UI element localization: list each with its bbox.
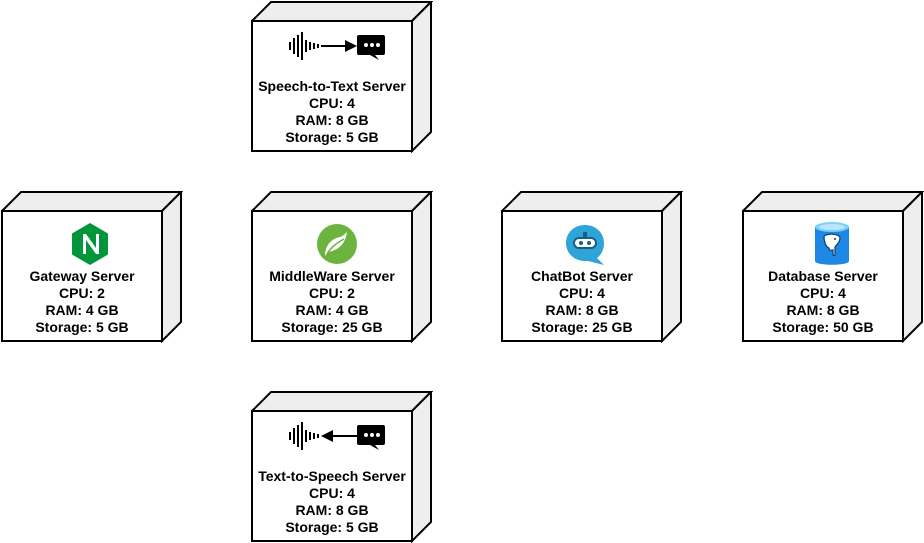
- text-to-speech-icon: [289, 422, 385, 450]
- server-label: Gateway Server CPU: 2 RAM: 4 GB Storage:…: [2, 268, 162, 336]
- server-cpu: CPU: 4: [559, 285, 605, 301]
- server-name: MiddleWare Server: [269, 268, 395, 284]
- server-label: Speech-to-Text Server CPU: 4 RAM: 8 GB S…: [252, 78, 412, 146]
- server-ram: RAM: 8 GB: [545, 302, 619, 318]
- server-storage: Storage: 5 GB: [285, 129, 379, 145]
- server-label: Text-to-Speech Server CPU: 4 RAM: 8 GB S…: [252, 468, 412, 536]
- server-name: ChatBot Server: [531, 268, 633, 284]
- node-text-to-speech-server[interactable]: Text-to-Speech Server CPU: 4 RAM: 8 GB S…: [251, 391, 433, 543]
- server-label: ChatBot Server CPU: 4 RAM: 8 GB Storage:…: [502, 268, 662, 336]
- chatbot-icon: [566, 225, 604, 265]
- postgresql-icon: [815, 222, 849, 265]
- server-box-shape: [251, 391, 433, 543]
- node-speech-to-text-server[interactable]: Speech-to-Text Server CPU: 4 RAM: 8 GB S…: [251, 1, 433, 153]
- server-ram: RAM: 4 GB: [295, 302, 369, 318]
- server-cpu: CPU: 4: [309, 95, 355, 111]
- server-name: Text-to-Speech Server: [258, 468, 406, 484]
- server-storage: Storage: 5 GB: [35, 319, 129, 335]
- server-cpu: CPU: 4: [800, 285, 846, 301]
- server-label: MiddleWare Server CPU: 2 RAM: 4 GB Stora…: [252, 268, 412, 336]
- node-gateway-server[interactable]: Gateway Server CPU: 2 RAM: 4 GB Storage:…: [1, 191, 183, 343]
- node-database-server[interactable]: Database Server CPU: 4 RAM: 8 GB Storage…: [742, 191, 924, 343]
- server-cpu: CPU: 2: [59, 285, 105, 301]
- server-name: Database Server: [768, 268, 878, 284]
- server-ram: RAM: 8 GB: [295, 502, 369, 518]
- server-storage: Storage: 50 GB: [772, 319, 874, 335]
- server-storage: Storage: 25 GB: [281, 319, 383, 335]
- node-chatbot-server[interactable]: ChatBot Server CPU: 4 RAM: 8 GB Storage:…: [501, 191, 683, 343]
- server-name: Speech-to-Text Server: [258, 78, 406, 94]
- node-middleware-server[interactable]: MiddleWare Server CPU: 2 RAM: 4 GB Stora…: [251, 191, 433, 343]
- nginx-icon: [72, 223, 108, 265]
- server-name: Gateway Server: [29, 268, 135, 284]
- server-ram: RAM: 8 GB: [786, 302, 860, 318]
- server-storage: Storage: 5 GB: [285, 519, 379, 535]
- server-box-shape: [251, 1, 433, 153]
- server-label: Database Server CPU: 4 RAM: 8 GB Storage…: [743, 268, 903, 336]
- server-cpu: CPU: 4: [309, 485, 355, 501]
- server-ram: RAM: 8 GB: [295, 112, 369, 128]
- server-box-shape: [742, 191, 924, 343]
- spring-icon: [317, 224, 357, 264]
- server-ram: RAM: 4 GB: [45, 302, 119, 318]
- server-cpu: CPU: 2: [309, 285, 355, 301]
- server-storage: Storage: 25 GB: [531, 319, 633, 335]
- speech-to-text-icon: [289, 32, 385, 60]
